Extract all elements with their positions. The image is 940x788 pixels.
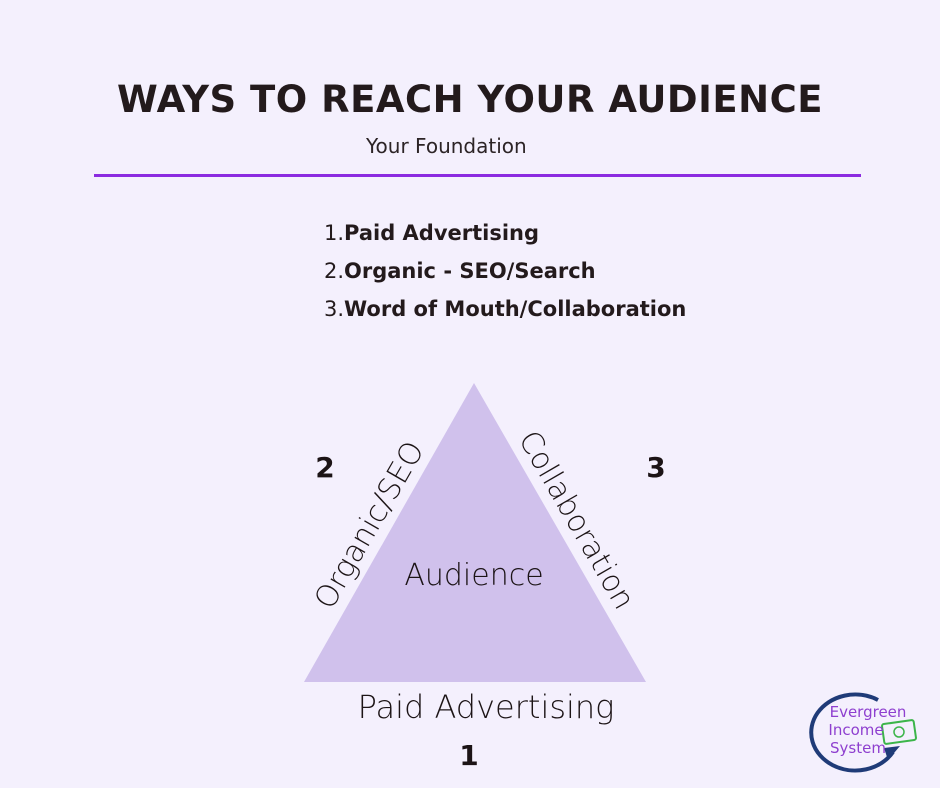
left-number: 2: [315, 451, 334, 484]
svg-text:System: System: [830, 739, 886, 757]
logo: Evergreen Income System: [809, 692, 917, 773]
methods-list: 1.Paid Advertising 2.Organic - SEO/Searc…: [322, 214, 686, 328]
list-item: 2.Organic - SEO/Search: [323, 259, 596, 283]
bottom-side-label: Paid Advertising: [358, 688, 615, 726]
center-label: Audience: [404, 558, 543, 593]
divider: [94, 174, 861, 177]
svg-text:Income: Income: [828, 721, 883, 739]
dollar-bill-icon: [881, 719, 917, 745]
triangle: [304, 383, 646, 682]
subtitle: Your Foundation: [366, 134, 527, 158]
list-item: 3.Word of Mouth/Collaboration: [323, 297, 687, 321]
page-title: WAYS TO REACH YOUR AUDIENCE: [116, 78, 824, 121]
bottom-number: 1: [459, 739, 478, 772]
svg-text:Evergreen: Evergreen: [830, 703, 907, 721]
list-item: 1.Paid Advertising: [323, 221, 540, 245]
circular-arrow-icon: [809, 692, 895, 773]
right-number: 3: [646, 451, 665, 484]
